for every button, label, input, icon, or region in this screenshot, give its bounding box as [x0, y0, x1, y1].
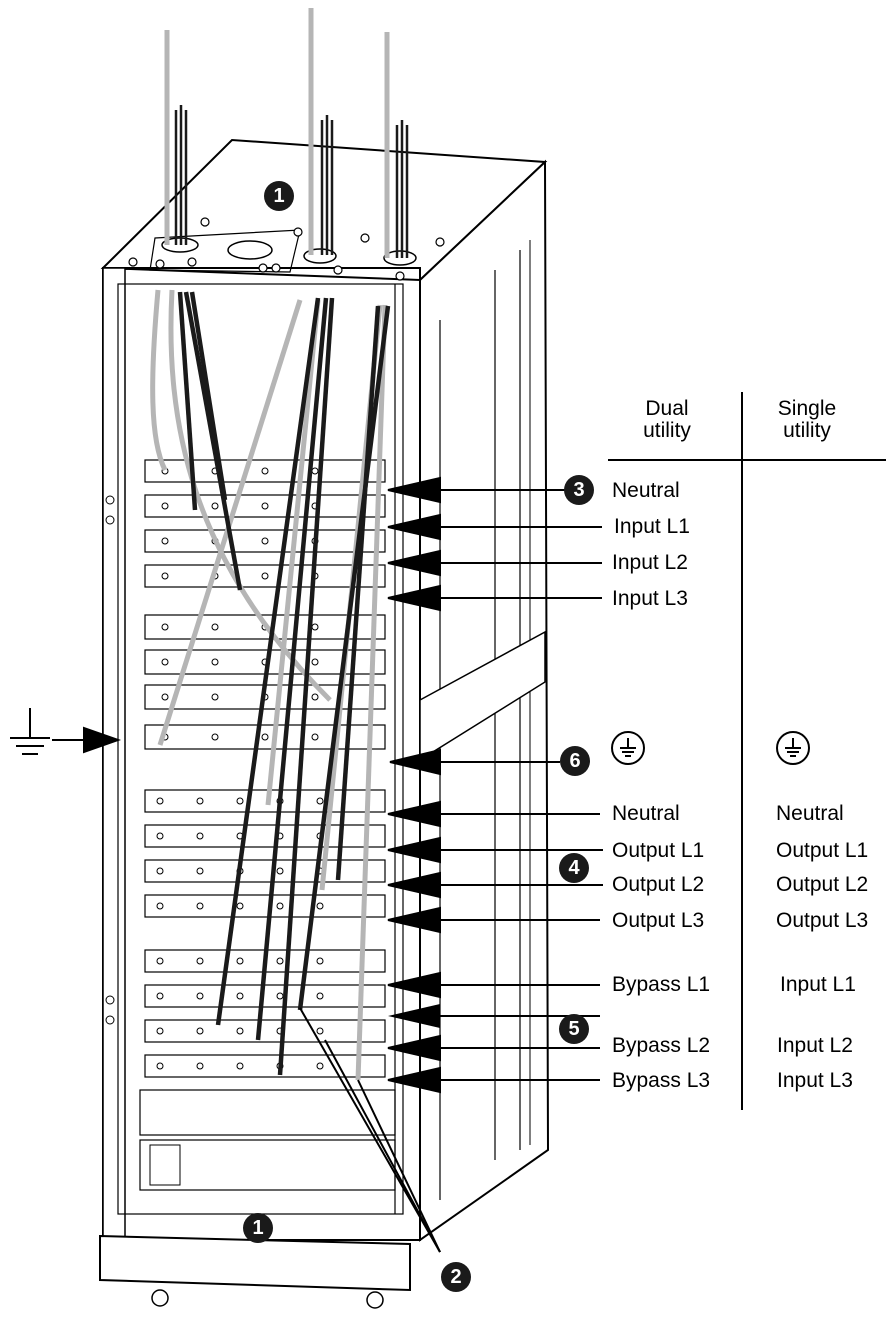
callout-badge-2: 2 — [441, 1262, 471, 1292]
callout-badge-4: 4 — [559, 853, 589, 883]
callout-badge-3: 3 — [564, 475, 594, 505]
label-output-l2-dual: Output L2 — [612, 873, 705, 896]
header-single-utility-text: Single utility — [777, 397, 837, 442]
header-single-utility: Single utility — [752, 398, 862, 442]
callout-line-2 — [357, 1079, 441, 1253]
protective-earth-icon — [611, 731, 645, 765]
caster — [366, 1291, 384, 1309]
label-input-neutral: Neutral — [612, 479, 680, 502]
label-input-l3: Input L3 — [612, 587, 688, 610]
callout-line-2 — [324, 1039, 441, 1253]
label-output-neutral-single: Neutral — [776, 802, 844, 825]
callout-badge-6: 6 — [560, 746, 590, 776]
label-bypass-l3: Bypass L3 — [612, 1069, 711, 1092]
pointer-arrows — [52, 476, 603, 1094]
callout-badge-5: 5 — [559, 1014, 589, 1044]
label-input-l1: Input L1 — [614, 515, 690, 538]
header-dual-utility-text: Dual utility — [643, 397, 691, 442]
protective-earth-icon — [776, 731, 810, 765]
callout-badge-1-top: 1 — [264, 181, 294, 211]
label-bypass-l1: Bypass L1 — [612, 973, 711, 996]
label-output-l1-dual: Output L1 — [612, 839, 705, 862]
header-dual-utility: Dual utility — [612, 398, 722, 442]
ground-symbol-icon — [10, 708, 50, 755]
caster — [151, 1289, 169, 1307]
top-cables-light — [164, 8, 390, 258]
top-bolts — [128, 217, 445, 281]
label-single-input-l3: Input L3 — [777, 1069, 853, 1092]
label-single-input-l1: Input L1 — [780, 973, 856, 996]
label-output-l2-single: Output L2 — [776, 873, 869, 896]
top-cables-dark — [174, 105, 409, 258]
internal-cables-dark — [177, 291, 391, 1076]
cabinet-base — [99, 1234, 411, 1292]
callout-line-2 — [299, 1007, 441, 1253]
label-bypass-l2: Bypass L2 — [612, 1034, 711, 1057]
label-output-l3-dual: Output L3 — [612, 909, 705, 932]
busbar-bolts — [156, 467, 324, 1070]
label-input-l2: Input L2 — [612, 551, 688, 574]
cabinet-door-edge — [102, 267, 126, 1241]
callout-badge-1-bottom: 1 — [243, 1213, 273, 1243]
label-output-neutral-dual: Neutral — [612, 802, 680, 825]
label-output-l1-single: Output L1 — [776, 839, 869, 862]
label-output-l3-single: Output L3 — [776, 909, 869, 932]
label-single-input-l2: Input L2 — [777, 1034, 853, 1057]
